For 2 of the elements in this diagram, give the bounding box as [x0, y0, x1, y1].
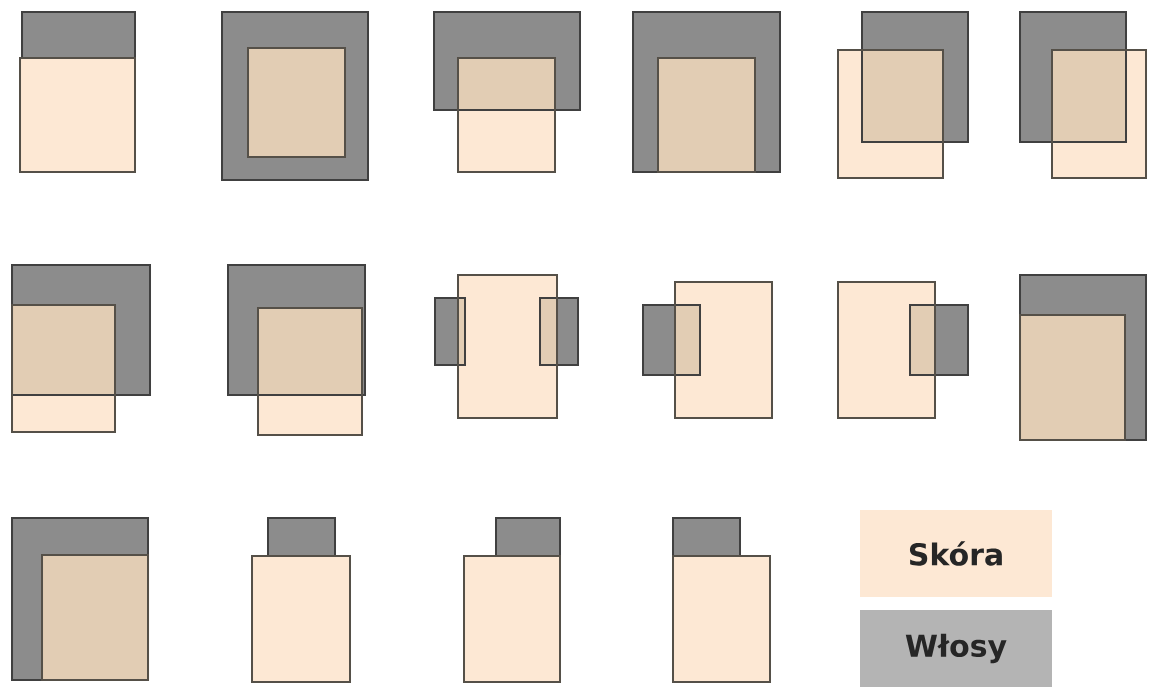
legend-label: Włosy — [905, 633, 1007, 664]
legend-label: Skóra — [909, 541, 1002, 566]
